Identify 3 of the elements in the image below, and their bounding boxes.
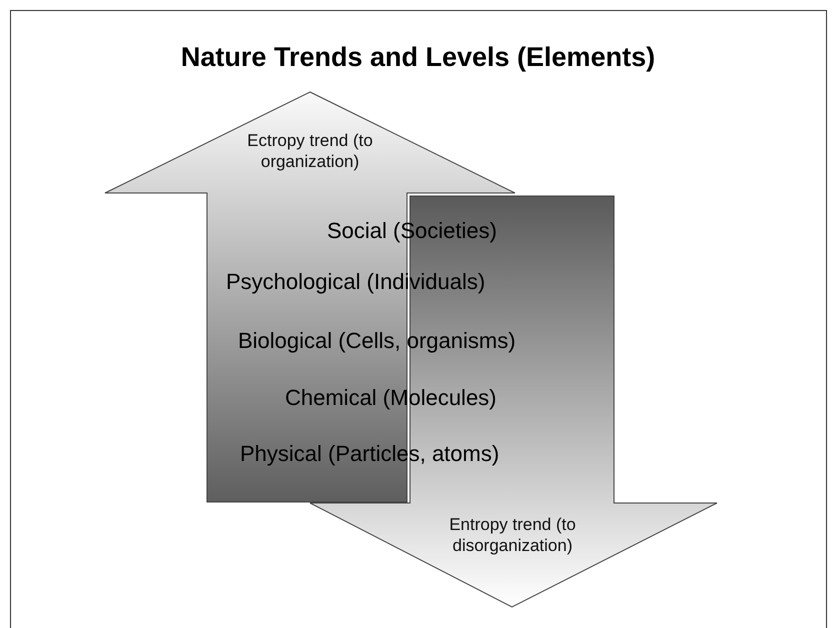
- arrow-label: Entropy trend (to disorganization): [448, 514, 577, 556]
- title: Nature Trends and Levels (Elements): [180, 42, 656, 73]
- arrow-label: Ectropy trend (to organization): [246, 130, 374, 172]
